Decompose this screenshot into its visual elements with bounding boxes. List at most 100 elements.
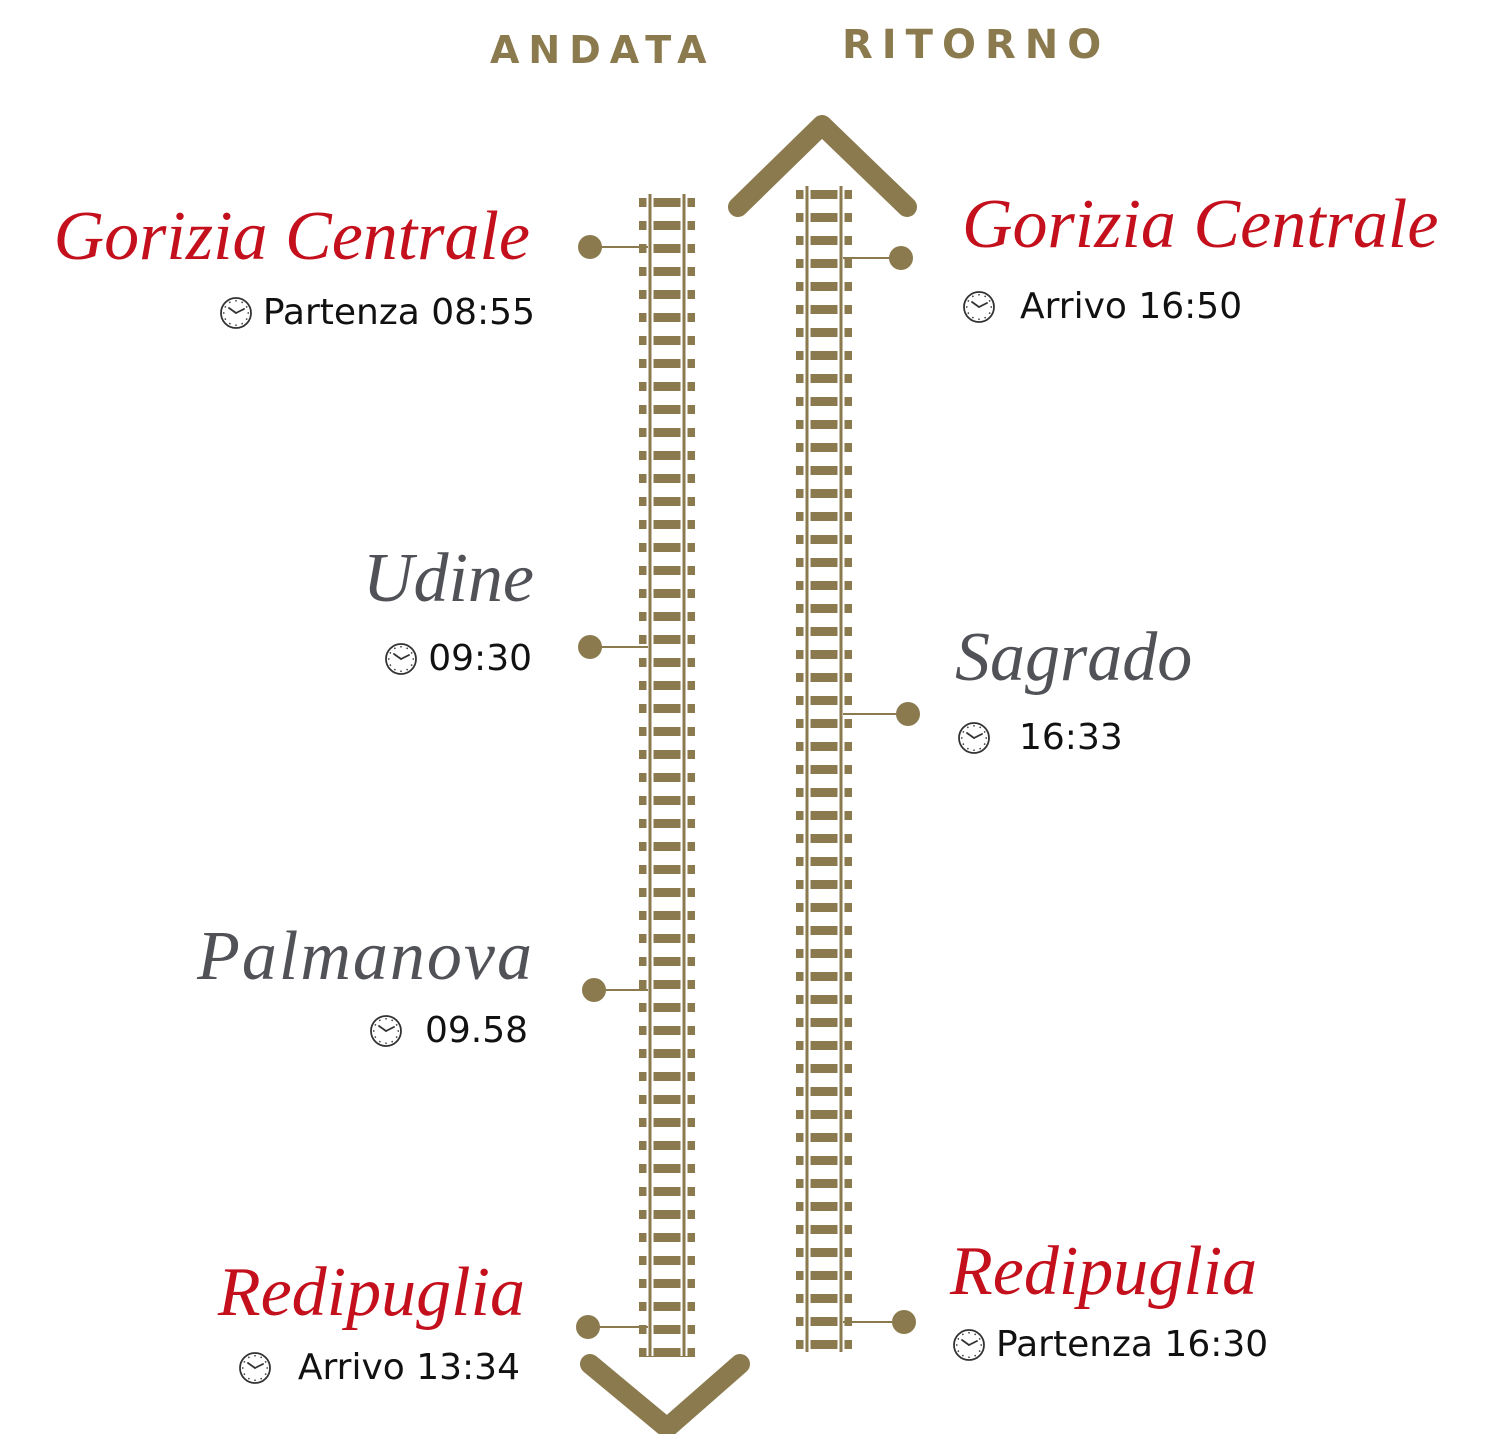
track-sleeper — [639, 1187, 695, 1196]
track-sleeper — [796, 673, 852, 682]
track-sleeper — [796, 1340, 852, 1349]
track-sleeper — [796, 857, 852, 866]
track-sleeper — [796, 236, 852, 245]
station-dot — [896, 702, 920, 726]
track-sleeper — [796, 374, 852, 383]
track-sleeper — [796, 305, 852, 314]
track-sleeper — [639, 1256, 695, 1265]
track-sleeper — [639, 1049, 695, 1058]
track-sleeper — [796, 558, 852, 567]
station-dot — [578, 235, 602, 259]
track-sleeper — [796, 1018, 852, 1027]
track-sleeper — [639, 842, 695, 851]
track-sleeper — [796, 1179, 852, 1188]
track-sleeper — [639, 911, 695, 920]
track-sleeper — [796, 535, 852, 544]
track-ritorno — [796, 186, 852, 1352]
track-sleeper — [796, 650, 852, 659]
track-sleeper — [639, 819, 695, 828]
ritorno-header: RITORNO — [842, 22, 1111, 68]
track-sleeper — [796, 443, 852, 452]
track-sleeper — [796, 604, 852, 613]
track-sleeper — [639, 589, 695, 598]
track-sleeper — [639, 1095, 695, 1104]
track-sleeper — [796, 581, 852, 590]
track-sleeper — [796, 1294, 852, 1303]
chevron-up-icon — [728, 115, 917, 217]
track-sleeper — [639, 727, 695, 736]
clock-icon — [952, 1328, 986, 1362]
track-sleeper — [639, 290, 695, 299]
track-sleeper — [639, 934, 695, 943]
ritorno-time-redipuglia: Partenza 16:30 — [952, 1327, 1268, 1363]
track-sleeper — [639, 382, 695, 391]
track-sleeper — [796, 1087, 852, 1096]
clock-icon — [238, 1351, 272, 1385]
station-dot — [576, 1315, 600, 1339]
track-sleeper — [639, 1302, 695, 1311]
track-sleeper — [796, 995, 852, 1004]
track-sleeper — [796, 213, 852, 222]
andata-station-udine: Udine — [362, 540, 534, 617]
track-sleeper — [796, 1317, 852, 1326]
station-dot — [578, 635, 602, 659]
track-sleeper — [796, 259, 852, 268]
station-dot — [582, 978, 606, 1002]
andata-time-udine: 09:30 — [384, 641, 532, 677]
track-sleeper — [639, 543, 695, 552]
andata-station-gorizia-centrale: Gorizia Centrale — [53, 198, 530, 275]
track-sleeper — [639, 957, 695, 966]
track-sleeper — [639, 313, 695, 322]
track-sleeper — [796, 1133, 852, 1142]
track-sleeper — [796, 972, 852, 981]
track-sleeper — [796, 1041, 852, 1050]
track-sleeper — [639, 474, 695, 483]
track-sleeper — [639, 1164, 695, 1173]
clock-icon — [219, 296, 253, 330]
track-sleeper — [796, 1248, 852, 1257]
ritorno-time-gorizia-centrale: Arrivo 16:50 — [962, 289, 1242, 325]
track-sleeper — [796, 949, 852, 958]
andata-station-palmanova: Palmanova — [197, 918, 534, 995]
track-sleeper — [639, 1026, 695, 1035]
clock-icon — [369, 1014, 403, 1048]
track-sleeper — [639, 1118, 695, 1127]
track-sleeper — [796, 1110, 852, 1119]
track-sleeper — [639, 244, 695, 253]
andata-time-gorizia-centrale: Partenza 08:55 — [219, 295, 535, 331]
track-sleeper — [796, 512, 852, 521]
track-sleeper — [639, 451, 695, 460]
track-sleeper — [796, 880, 852, 889]
track-sleeper — [639, 635, 695, 644]
track-sleeper — [796, 742, 852, 751]
clock-icon — [957, 721, 991, 755]
track-sleeper — [796, 282, 852, 291]
clock-icon — [384, 642, 418, 676]
track-sleeper — [796, 627, 852, 636]
chevron-down-icon — [580, 1354, 750, 1434]
track-sleeper — [639, 865, 695, 874]
track-sleeper — [639, 497, 695, 506]
track-sleeper — [639, 405, 695, 414]
andata-time-redipuglia: Arrivo 13:34 — [238, 1350, 520, 1386]
track-sleeper — [796, 1202, 852, 1211]
andata-time-palmanova: 09.58 — [369, 1013, 528, 1049]
track-sleeper — [796, 489, 852, 498]
track-sleeper — [639, 359, 695, 368]
track-sleeper — [639, 267, 695, 276]
track-sleeper — [639, 1141, 695, 1150]
track-sleeper — [796, 1156, 852, 1165]
track-sleeper — [639, 198, 695, 207]
ritorno-station-sagrado: Sagrado — [955, 619, 1193, 696]
track-sleeper — [639, 980, 695, 989]
track-sleeper — [639, 1325, 695, 1334]
track-sleeper — [639, 612, 695, 621]
ritorno-station-redipuglia: Redipuglia — [950, 1233, 1258, 1310]
track-sleeper — [639, 566, 695, 575]
clock-icon — [962, 290, 996, 324]
ritorno-station-gorizia-centrale: Gorizia Centrale — [962, 186, 1439, 263]
track-sleeper — [796, 190, 852, 199]
track-sleeper — [796, 788, 852, 797]
